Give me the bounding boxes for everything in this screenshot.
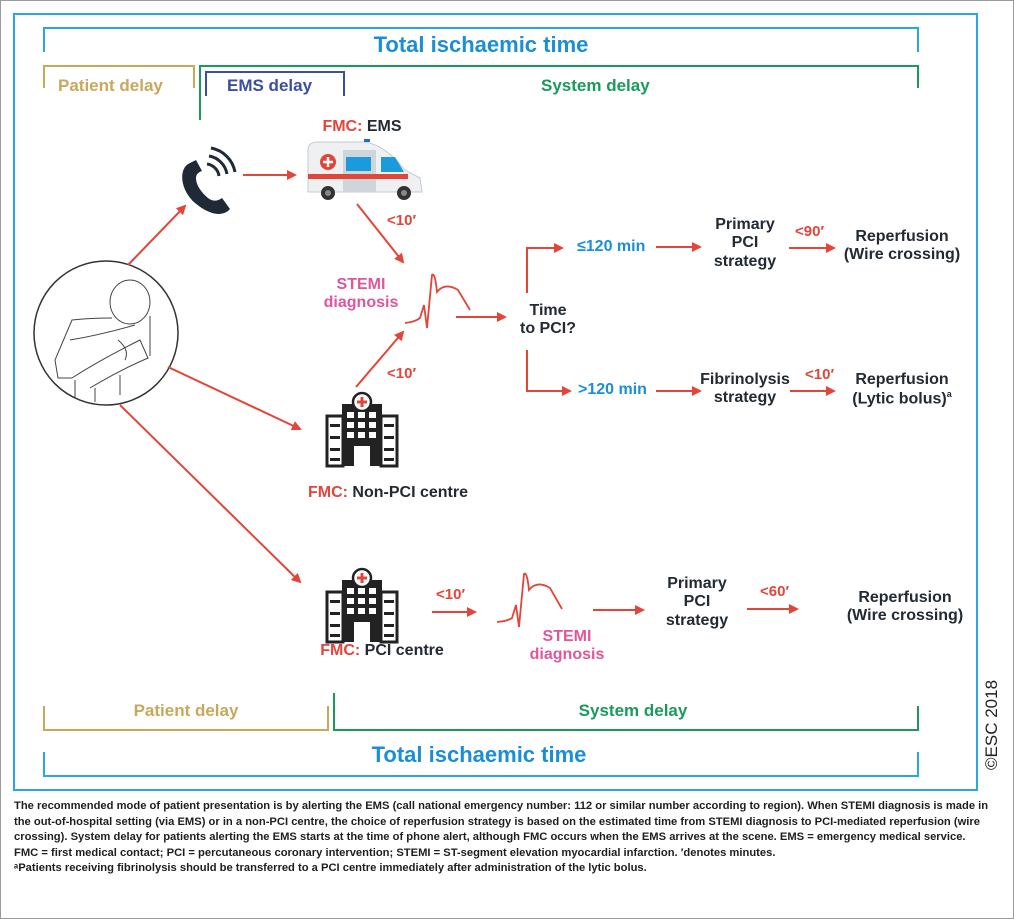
fmc-ems-label: FMC: EMS bbox=[322, 118, 402, 135]
phone-icon bbox=[182, 146, 237, 214]
arrow-time-to-le120 bbox=[526, 243, 564, 293]
system-delay-label-bottom: System delay bbox=[578, 701, 688, 720]
ecg-stemi-icon bbox=[404, 273, 471, 329]
le120-min-label: ≤120 min bbox=[577, 238, 646, 255]
figure-caption: The recommended mode of patient presenta… bbox=[14, 799, 994, 877]
patient-chest-pain-icon bbox=[33, 260, 179, 406]
total-ischaemic-time-label-top: Total ischaemic time bbox=[373, 32, 589, 57]
fmc-non-pci-centre-label: FMC: Non-PCI centre bbox=[307, 484, 469, 501]
patient-delay-label-bottom: Patient delay bbox=[133, 701, 239, 720]
gt120-min-label: >120 min bbox=[578, 381, 647, 398]
diagram-frame bbox=[13, 13, 978, 791]
caption-footnote: ᵃPatients receiving fibrinolysis should … bbox=[14, 862, 647, 875]
fmc-pci-centre-label: FMC: PCI centre bbox=[320, 642, 444, 659]
arrow-patient-to-phone bbox=[127, 204, 187, 266]
reperfusion-lytic-bolus: Reperfusion(Lytic bolus)a bbox=[852, 371, 952, 408]
time-nonpci-to-stemi: <10′ bbox=[387, 365, 417, 382]
arrow-non-pci-to-stemi bbox=[355, 330, 405, 388]
arrow-patient-to-non-pci bbox=[167, 366, 302, 431]
arrow-patient-to-pci bbox=[119, 404, 302, 584]
arrow-ambulance-to-stemi bbox=[356, 203, 405, 264]
time-ems-to-stemi: <10′ bbox=[387, 212, 417, 229]
ambulance-icon bbox=[307, 139, 423, 200]
hospital-icon bbox=[325, 391, 399, 468]
bracket-total-ischaemic-time-top bbox=[43, 27, 919, 52]
total-ischaemic-time-label-bottom: Total ischaemic time bbox=[371, 742, 587, 767]
time-primary-to-reperfusion-1: <90′ bbox=[795, 223, 825, 240]
system-delay-label-top: System delay bbox=[541, 76, 650, 95]
time-pci-to-stemi: <10′ bbox=[436, 586, 466, 603]
patient-delay-label-top: Patient delay bbox=[58, 76, 163, 95]
bracket-system-delay-top bbox=[199, 65, 919, 120]
time-fibrinolysis-to-reperfusion: <10′ bbox=[805, 366, 835, 383]
ems-delay-label-top: EMS delay bbox=[227, 76, 313, 95]
reperfusion-wire-crossing-1: Reperfusion(Wire crossing) bbox=[843, 228, 961, 264]
bracket-system-delay-bottom bbox=[333, 693, 919, 731]
caption-abbreviations: FMC = first medical contact; PCI = percu… bbox=[14, 846, 776, 859]
bracket-total-ischaemic-time-bottom bbox=[43, 752, 919, 777]
bracket-patient-delay-top bbox=[43, 65, 195, 88]
time-primary-to-reperfusion-2: <60′ bbox=[760, 583, 790, 600]
arrow-time-to-gt120 bbox=[526, 350, 572, 396]
bracket-ems-delay-top bbox=[205, 71, 345, 96]
hospital-icon bbox=[325, 567, 399, 644]
ecg-stemi-icon bbox=[496, 572, 563, 628]
caption-paragraph: The recommended mode of patient presenta… bbox=[14, 800, 989, 844]
reperfusion-wire-crossing-2: Reperfusion(Wire crossing) bbox=[846, 589, 964, 625]
bracket-patient-delay-bottom bbox=[43, 706, 329, 731]
copyright-notice: ©ESC 2018 bbox=[982, 679, 1001, 770]
